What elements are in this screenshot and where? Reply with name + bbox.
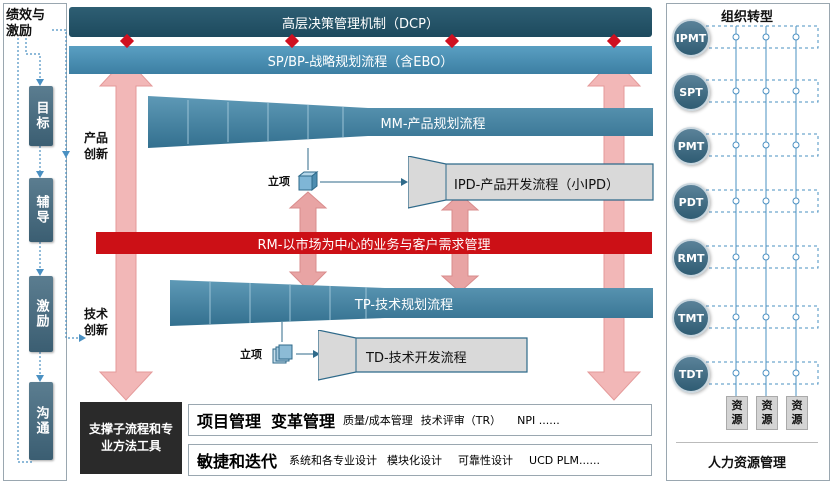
tech-innovation-line2: 创新 (84, 323, 109, 337)
resource-2: 资源 (756, 396, 778, 430)
cube-icon-lower (272, 344, 293, 364)
resource-3-label: 资源 (791, 399, 803, 426)
product-innovation-label: 产品 创新 (84, 130, 108, 162)
performance-title: 绩效与 激励 (6, 8, 64, 40)
tech-innovation-label: 技术 创新 (84, 306, 108, 338)
td-flow-label: TD-技术开发流程 (366, 351, 467, 366)
support-tools-label: 支撑子流程和专业方法工具 (88, 422, 173, 453)
sp-bp-label: SP/BP-战略规划流程（含EBO） (267, 54, 454, 70)
connector-mm-ipd (307, 148, 408, 186)
resource-1-label: 资源 (731, 399, 743, 426)
tp-flow-label: TP-技术规划流程 (354, 297, 454, 313)
dcp-label: 高层决策管理机制（DCP） (282, 16, 439, 32)
product-innovation-line1: 产品 (84, 131, 109, 145)
step-incentive: 激励 (29, 276, 53, 352)
hr-management-label: 人力资源管理 (707, 456, 786, 471)
sp-bp-bar: SP/BP-战略规划流程（含EBO） (69, 46, 652, 74)
team-spt: SPT (672, 73, 710, 111)
ipd-flow-shape (408, 156, 654, 209)
resource-2-label: 资源 (761, 399, 773, 426)
support-tools-box: 支撑子流程和专业方法工具 (80, 402, 182, 474)
tech-review: 技术评审（TR） (420, 414, 502, 427)
reliability-design: 可靠性设计 (458, 454, 514, 467)
step-communication: 沟通 (29, 382, 53, 460)
project-label-lower: 立项 (240, 348, 262, 361)
team-ipmt: IPMT (672, 19, 710, 57)
td-flow-shape (318, 330, 528, 381)
project-management: 项目管理 (197, 412, 262, 431)
tech-innovation-line1: 技术 (84, 307, 109, 321)
tp-flow-shape (170, 280, 653, 326)
agile-iteration: 敏捷和迭代 (197, 452, 278, 471)
team-pmt: PMT (672, 127, 710, 165)
performance-connectors (17, 29, 86, 463)
product-innovation-line2: 创新 (84, 147, 109, 161)
project-label-upper: 立项 (268, 175, 290, 188)
modular-design: 模块化设计 (387, 454, 443, 467)
mm-flow-shape (148, 96, 653, 148)
team-tmt: TMT (672, 299, 710, 337)
team-rmt: RMT (672, 239, 710, 277)
rm-label: RM-以市场为中心的业务与客户需求管理 (257, 237, 491, 253)
change-management: 变革管理 (271, 412, 336, 431)
connector-tp-td (281, 322, 320, 358)
resource-3: 资源 (786, 396, 808, 430)
team-pdt: PDT (672, 183, 710, 221)
org-grid (693, 25, 819, 396)
mm-flow-label: MM-产品规划流程 (380, 116, 486, 132)
dcp-bar: 高层决策管理机制（DCP） (69, 7, 652, 37)
step-coaching: 辅导 (29, 178, 53, 242)
quality-cost: 质量/成本管理 (343, 414, 413, 427)
bottom-row-2: 敏捷和迭代 系统和各专业设计 模块化设计 可靠性设计 UCD PLM...... (188, 444, 652, 476)
performance-title-line1: 绩效与 (6, 8, 46, 23)
resource-1: 资源 (726, 396, 748, 430)
cube-icon-upper (297, 170, 319, 192)
team-tdt: TDT (672, 355, 710, 393)
system-design: 系统和各专业设计 (289, 454, 378, 467)
bottom-row-1: 项目管理 变革管理 质量/成本管理 技术评审（TR） NPI ...... (188, 404, 652, 436)
npi: NPI ...... (517, 413, 560, 427)
ucd-plm: UCD PLM...... (529, 453, 600, 467)
rm-bar: RM-以市场为中心的业务与客户需求管理 (96, 232, 652, 254)
org-transform-title: 组织转型 (720, 10, 773, 25)
performance-title-line2: 激励 (6, 24, 33, 39)
hr-divider (676, 442, 818, 443)
step-goal: 目标 (29, 86, 53, 146)
ipd-flow-label: IPD-产品开发流程（小IPD） (454, 178, 620, 193)
